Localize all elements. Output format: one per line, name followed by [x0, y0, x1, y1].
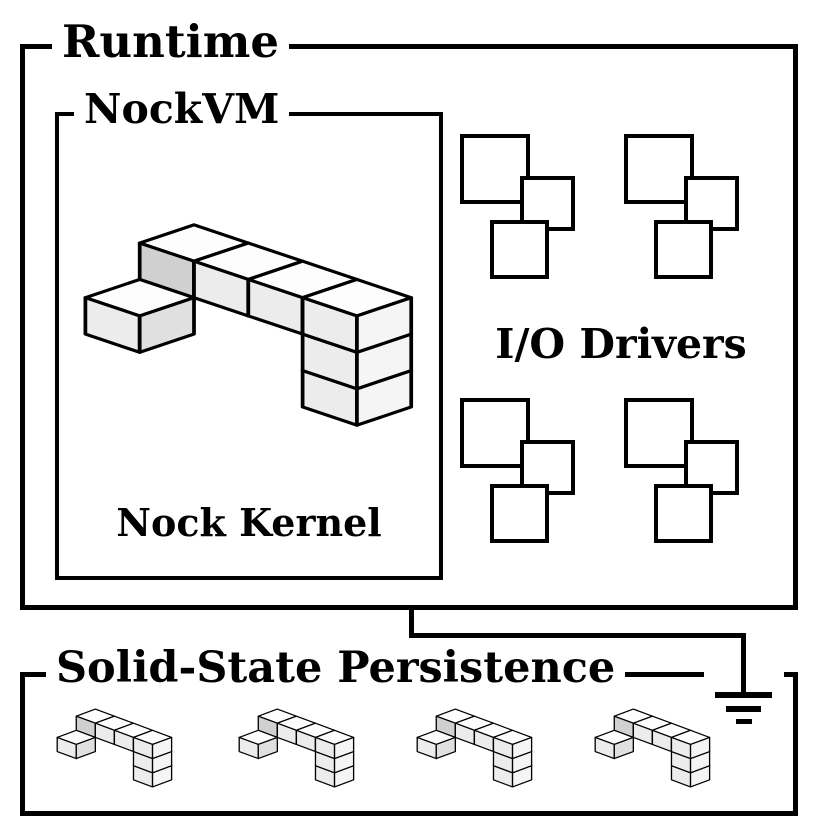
io-driver-square — [460, 398, 530, 468]
nock-kernel-icon — [83, 222, 414, 428]
connector-line-vertical-2 — [741, 633, 746, 694]
io-driver-cluster-bottom-left — [460, 398, 604, 548]
io-driver-square — [460, 134, 530, 204]
io-driver-square — [490, 220, 549, 279]
connector-line-horizontal — [409, 633, 746, 638]
io-driver-square — [654, 484, 713, 543]
runtime-label: Runtime — [52, 18, 289, 65]
connector-line-vertical-1 — [409, 610, 414, 638]
io-driver-square — [654, 220, 713, 279]
io-driver-cluster-bottom-right — [624, 398, 768, 548]
persistence-pile-icon — [238, 708, 355, 788]
ground-icon — [715, 692, 772, 698]
io-driver-cluster-top-left — [460, 134, 604, 284]
ground-icon — [726, 706, 761, 712]
ground-icon — [736, 719, 752, 724]
io-drivers-label: I/O Drivers — [495, 320, 747, 368]
persistence-pile-icon — [416, 708, 533, 788]
io-driver-cluster-top-right — [624, 134, 768, 284]
persistence-label: Solid-State Persistence — [46, 645, 626, 692]
nock-kernel-label: Nock Kernel — [116, 500, 382, 545]
io-driver-square — [624, 134, 694, 204]
persistence-pile-icon — [56, 708, 173, 788]
persistence-pile-icon — [594, 708, 711, 788]
io-driver-square — [490, 484, 549, 543]
nockvm-label: NockVM — [74, 87, 290, 132]
io-driver-square — [624, 398, 694, 468]
